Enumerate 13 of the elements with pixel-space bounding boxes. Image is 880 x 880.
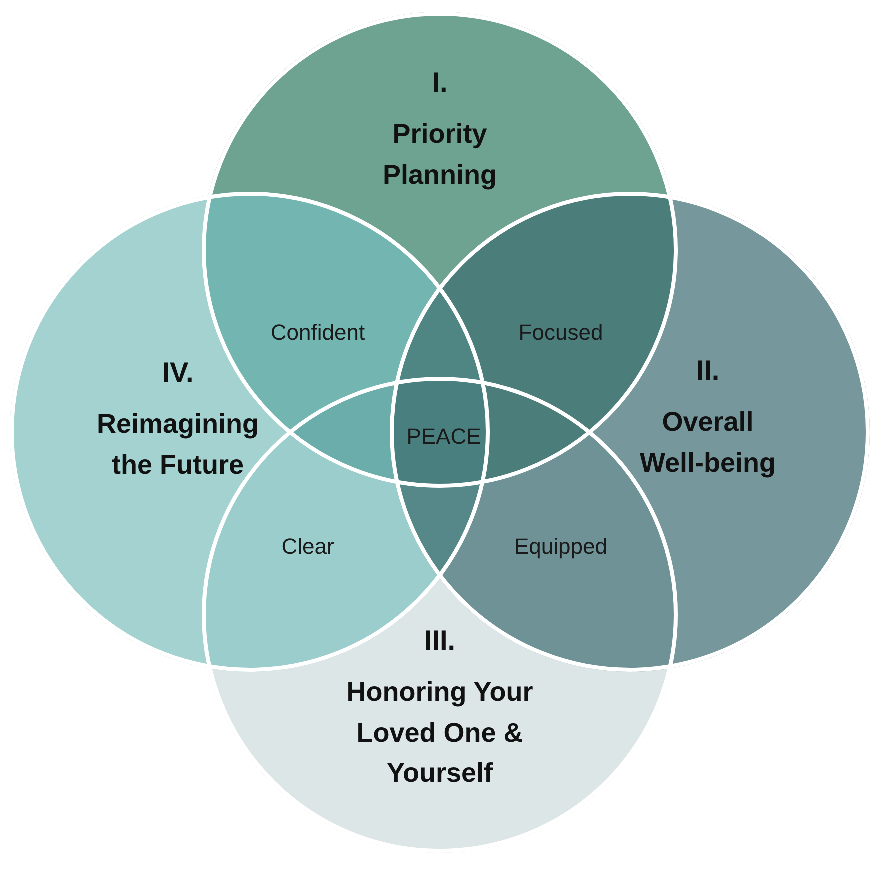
- circle-title: Overall Well-being: [638, 406, 777, 480]
- circle-number: IV.: [162, 356, 194, 390]
- circle-title: Priority Planning: [382, 118, 498, 192]
- circle-title: Honoring Your Loved One & Yourself: [346, 676, 534, 790]
- circle-number: III.: [424, 624, 456, 658]
- region-label: Equipped: [514, 534, 608, 560]
- region-label: Focused: [518, 320, 604, 346]
- region-label: Confident: [270, 320, 366, 346]
- circle-title: Reimagining the Future: [97, 408, 259, 482]
- region-label: Clear: [282, 534, 334, 560]
- circle-number: I.: [432, 66, 448, 100]
- region-label: PEACE: [406, 424, 482, 450]
- circle-number: II.: [696, 354, 720, 388]
